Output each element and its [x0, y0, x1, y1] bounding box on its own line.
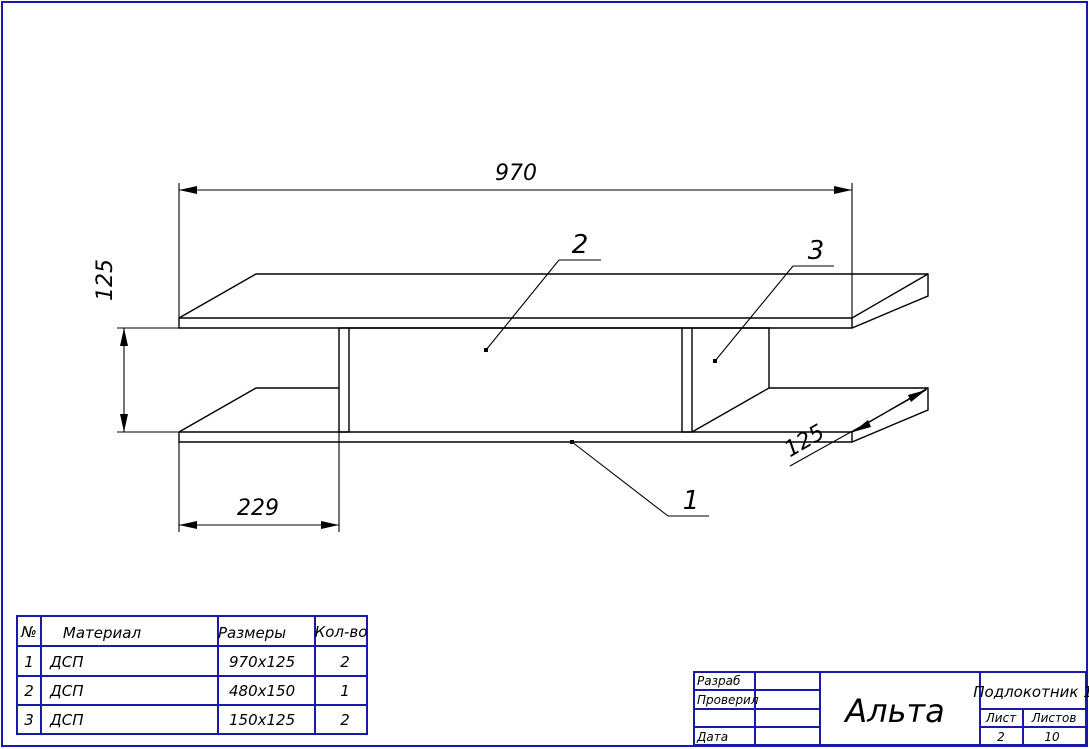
sheet-label: Лист	[985, 711, 1017, 725]
row-2-number: 2	[24, 682, 34, 700]
dim-229-label: 229	[237, 496, 279, 521]
drawing-name: Подлокотник 1	[973, 683, 1089, 701]
row-2-qty: 1	[340, 682, 350, 700]
dim-229-arrow-left	[179, 521, 197, 529]
header-size: Размеры	[218, 624, 286, 642]
title-block: Разраб Проверил Дата Альта Подлокотник 1…	[693, 671, 1089, 746]
title-checked-label: Проверил	[697, 693, 759, 707]
top-panel-corner	[851, 273, 929, 319]
dim-depth-arrow-upper	[908, 390, 926, 402]
row-1-qty: 2	[340, 653, 350, 671]
dim-125-arrow-top	[120, 328, 128, 346]
row-3-qty: 2	[340, 711, 350, 729]
row-3-size: 150x125	[229, 711, 295, 729]
header-qty: Кол-во	[315, 623, 368, 641]
dim-depth-label: 125	[780, 420, 829, 463]
right-side-panel	[681, 327, 693, 433]
dim-125-label: 125	[93, 259, 118, 301]
header-material: Материал	[63, 624, 142, 642]
position-2-label: 2	[572, 230, 589, 260]
parts-table: № Материал Размеры Кол-во 1 ДСП 970x125 …	[16, 615, 368, 735]
dim-depth-arrow-lower	[853, 420, 871, 432]
armrest-drawing	[178, 273, 929, 443]
row-3-material: ДСП	[49, 711, 83, 729]
row-1-number: 1	[24, 653, 34, 671]
bottom-panel-right	[178, 387, 929, 443]
top-panel-outline	[178, 273, 929, 329]
title-date-label: Дата	[696, 730, 728, 744]
position-1-label: 1	[683, 486, 700, 516]
leader-3-line	[714, 265, 794, 362]
row-2-size: 480x150	[229, 682, 295, 700]
dim-229-arrow-right	[321, 521, 339, 529]
dimensions: 970 125 229 125	[93, 161, 927, 532]
dim-970-arrow-right	[834, 186, 852, 194]
dim-970-arrow-left	[179, 186, 197, 194]
row-1-size: 970x125	[229, 653, 295, 671]
position-leaders: 2 3 1	[484, 230, 834, 517]
right-side-panel-depth	[691, 327, 770, 433]
row-1-material: ДСП	[49, 653, 83, 671]
row-2-material: ДСП	[49, 682, 83, 700]
title-developed-label: Разраб	[697, 674, 741, 688]
dim-970-label: 970	[495, 161, 537, 186]
header-number: №	[20, 623, 37, 641]
row-3-number: 3	[24, 711, 34, 729]
sheets-label: Листов	[1031, 711, 1077, 725]
sheet-number: 2	[997, 730, 1005, 744]
bottom-panel-outline	[178, 387, 339, 433]
product-name: Альта	[843, 692, 944, 730]
leader-2-line	[485, 259, 560, 351]
sheets-count: 10	[1044, 730, 1060, 744]
dim-125-arrow-bottom	[120, 414, 128, 432]
left-side-panel	[338, 327, 350, 433]
position-3-label: 3	[808, 236, 825, 266]
leader-1-line	[571, 441, 669, 517]
